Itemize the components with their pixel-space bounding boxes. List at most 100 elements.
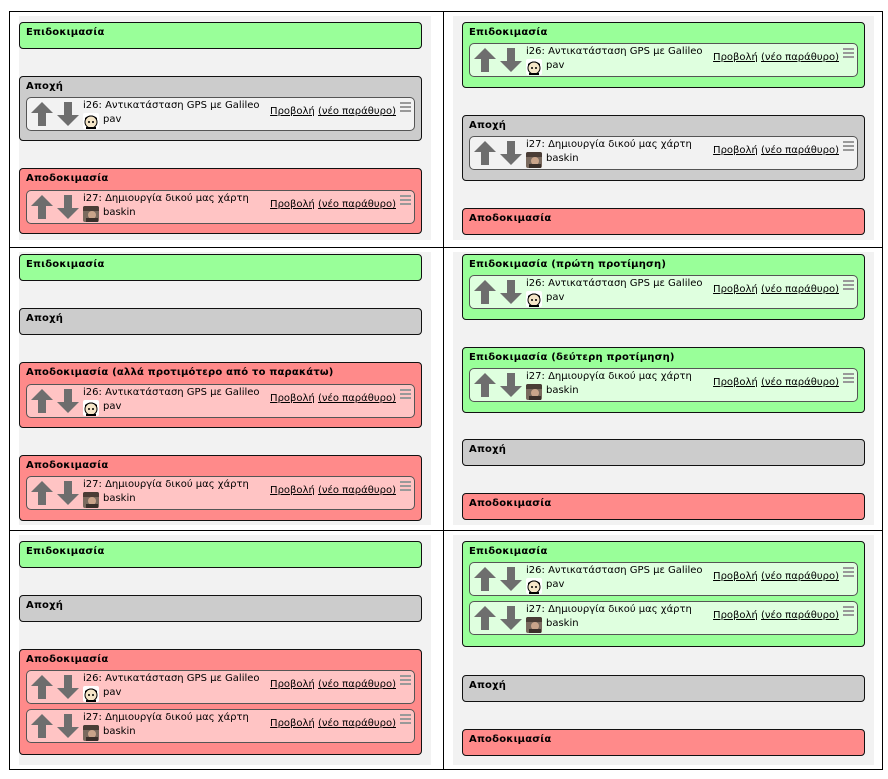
view-link[interactable]: Προβολή xyxy=(270,199,315,210)
move-up-arrow-icon[interactable] xyxy=(30,101,54,127)
drag-handle-icon[interactable] xyxy=(400,481,411,493)
category-abstain[interactable]: Αποχή xyxy=(462,439,865,466)
view-link[interactable]: Προβολή xyxy=(713,571,758,582)
new-window-link[interactable]: (νέο παράθυρο) xyxy=(760,571,839,582)
move-down-arrow-icon[interactable] xyxy=(56,101,80,127)
move-up-arrow-icon[interactable] xyxy=(30,194,54,220)
new-window-link[interactable]: (νέο παράθυρο) xyxy=(760,145,839,156)
category-abstain[interactable]: Αποχή xyxy=(19,595,422,622)
category-reject[interactable]: Αποδοκιμασία i27: Δημιουργία δικού μας χ… xyxy=(19,455,422,521)
drag-handle-icon[interactable] xyxy=(843,48,854,60)
drag-handle-icon[interactable] xyxy=(843,606,854,618)
item-author: baskin xyxy=(103,493,136,504)
category-approve-first[interactable]: Επιδοκιμασία (πρώτη προτίμηση) i26: Αντι… xyxy=(462,254,865,320)
category-title: Αποδοκιμασία xyxy=(469,213,552,224)
move-down-arrow-icon[interactable] xyxy=(56,480,80,506)
drag-handle-icon[interactable] xyxy=(400,102,411,114)
move-up-arrow-icon[interactable] xyxy=(473,47,497,73)
category-reject[interactable]: Αποδοκιμασία i26: Αντικατάσταση GPS με G… xyxy=(19,649,422,755)
view-link[interactable]: Προβολή xyxy=(713,610,758,621)
new-window-link[interactable]: (νέο παράθυρο) xyxy=(317,485,396,496)
move-up-arrow-icon[interactable] xyxy=(30,713,54,739)
category-approve-second[interactable]: Επιδοκιμασία (δεύτερη προτίμηση) i27: Δη… xyxy=(462,347,865,413)
new-window-link[interactable]: (νέο παράθυρο) xyxy=(317,679,396,690)
category-reject-preferred[interactable]: Αποδοκιμασία (αλλά προτιμότερο από το πα… xyxy=(19,362,422,428)
drag-handle-icon[interactable] xyxy=(400,714,411,726)
move-up-arrow-icon[interactable] xyxy=(473,140,497,166)
move-down-arrow-icon[interactable] xyxy=(56,194,80,220)
move-up-arrow-icon[interactable] xyxy=(473,279,497,305)
view-link[interactable]: Προβολή xyxy=(270,485,315,496)
new-window-link[interactable]: (νέο παράθυρο) xyxy=(317,393,396,404)
drag-handle-icon[interactable] xyxy=(400,389,411,401)
drag-handle-icon[interactable] xyxy=(843,141,854,153)
new-window-link[interactable]: (νέο παράθυρο) xyxy=(317,106,396,117)
view-link[interactable]: Προβολή xyxy=(713,284,758,295)
category-approve[interactable]: Επιδοκιμασία xyxy=(19,22,422,49)
category-approve[interactable]: Επιδοκιμασία xyxy=(19,541,422,568)
drag-handle-icon[interactable] xyxy=(843,567,854,579)
move-up-arrow-icon[interactable] xyxy=(30,388,54,414)
move-down-arrow-icon[interactable] xyxy=(499,605,523,631)
new-window-link[interactable]: (νέο παράθυρο) xyxy=(760,52,839,63)
view-link[interactable]: Προβολή xyxy=(713,52,758,63)
category-reject[interactable]: Αποδοκιμασία xyxy=(462,493,865,520)
category-reject[interactable]: Αποδοκιμασία i27: Δημιουργία δικού μας χ… xyxy=(19,168,422,234)
new-window-link[interactable]: (νέο παράθυρο) xyxy=(760,284,839,295)
move-up-arrow-icon[interactable] xyxy=(473,566,497,592)
drag-handle-icon[interactable] xyxy=(843,373,854,385)
move-down-arrow-icon[interactable] xyxy=(56,713,80,739)
view-link[interactable]: Προβολή xyxy=(270,393,315,404)
view-link[interactable]: Προβολή xyxy=(270,106,315,117)
drag-handle-icon[interactable] xyxy=(843,280,854,292)
move-down-arrow-icon[interactable] xyxy=(499,566,523,592)
move-down-arrow-icon[interactable] xyxy=(499,47,523,73)
category-abstain[interactable]: Αποχή xyxy=(19,308,422,335)
view-link[interactable]: Προβολή xyxy=(713,145,758,156)
avatar xyxy=(83,492,99,508)
drag-handle-icon[interactable] xyxy=(400,195,411,207)
category-approve[interactable]: Επιδοκιμασία i26: Αντικατάσταση GPS με G… xyxy=(462,22,865,88)
ballot-panel-5: Επιδοκιμασία Αποχή Αποδοκιμασία i26: Αντ… xyxy=(19,535,431,765)
move-down-arrow-icon[interactable] xyxy=(499,140,523,166)
move-down-arrow-icon[interactable] xyxy=(56,674,80,700)
avatar xyxy=(526,578,542,594)
new-window-link[interactable]: (νέο παράθυρο) xyxy=(317,199,396,210)
move-up-arrow-icon[interactable] xyxy=(473,605,497,631)
category-abstain[interactable]: Αποχή xyxy=(462,675,865,702)
item-id: i27: xyxy=(526,604,545,615)
new-window-link[interactable]: (νέο παράθυρο) xyxy=(317,718,396,729)
drag-handle-icon[interactable] xyxy=(400,675,411,687)
view-link[interactable]: Προβολή xyxy=(270,679,315,690)
view-link[interactable]: Προβολή xyxy=(713,377,758,388)
item-title: i27: Δημιουργία δικού μας χάρτη xyxy=(526,139,692,150)
category-approve[interactable]: Επιδοκιμασία xyxy=(19,254,422,281)
new-window-link[interactable]: (νέο παράθυρο) xyxy=(760,610,839,621)
move-up-arrow-icon[interactable] xyxy=(30,674,54,700)
category-approve[interactable]: Επιδοκιμασία i26: Αντικατάσταση GPS με G… xyxy=(462,541,865,647)
item-links: Προβολή (νέο παράθυρο) xyxy=(713,571,839,582)
move-down-arrow-icon[interactable] xyxy=(56,388,80,414)
move-up-arrow-icon[interactable] xyxy=(473,372,497,398)
view-link[interactable]: Προβολή xyxy=(270,718,315,729)
move-down-arrow-icon[interactable] xyxy=(499,372,523,398)
new-window-link[interactable]: (νέο παράθυρο) xyxy=(760,377,839,388)
category-reject[interactable]: Αποδοκιμασία xyxy=(462,729,865,756)
category-reject[interactable]: Αποδοκιμασία xyxy=(462,208,865,235)
move-down-arrow-icon[interactable] xyxy=(499,279,523,305)
move-up-arrow-icon[interactable] xyxy=(30,480,54,506)
